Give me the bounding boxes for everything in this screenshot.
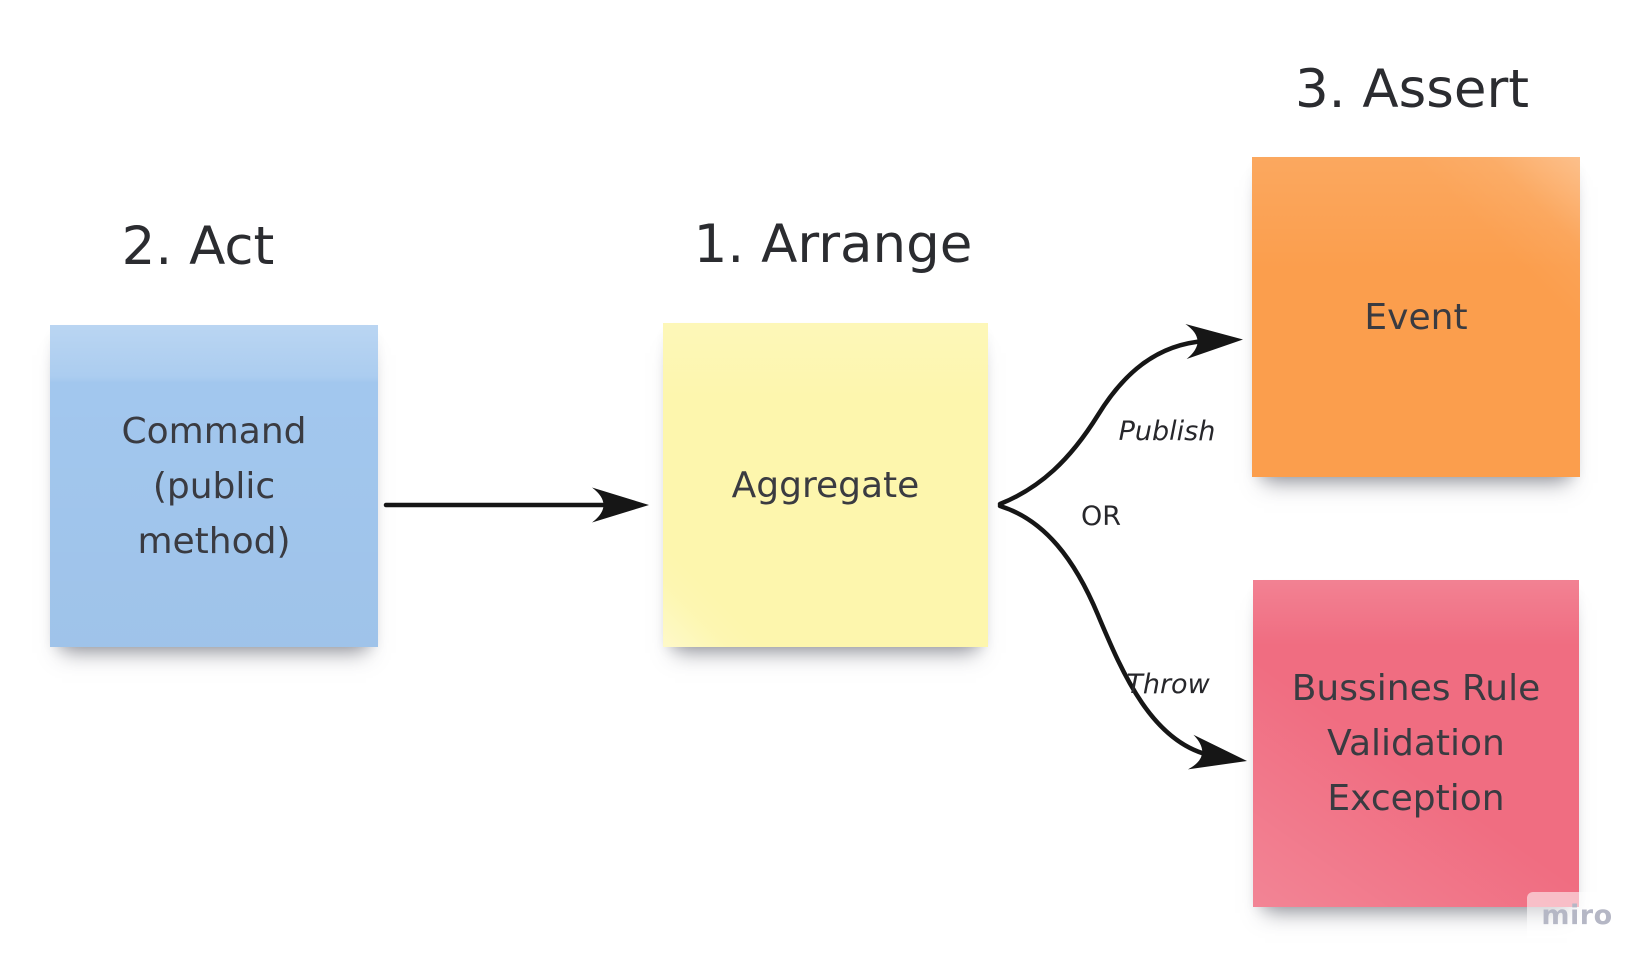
note-line: Aggregate [731,464,920,506]
heading-assert[interactable]: 3. Assert [1294,59,1530,120]
connector-label-publish[interactable]: Publish [1118,416,1216,447]
sticky-note-command[interactable]: Command (public method) [50,325,378,647]
connector-aggregate-to-event[interactable] [997,322,1244,507]
note-text-aggregate: Aggregate [732,458,920,513]
note-text-command: Command (public method) [121,404,306,569]
sticky-note-exception[interactable]: Bussines Rule Validation Exception [1253,580,1579,907]
heading-arrange[interactable]: 1. Arrange [693,214,973,275]
note-line: Bussines Rule [1291,668,1541,709]
note-line: Event [1364,296,1468,338]
connector-label-throw[interactable]: Throw [1126,669,1210,700]
note-text-event: Event [1364,290,1467,345]
heading-act[interactable]: 2. Act [121,216,275,277]
sticky-note-event[interactable]: Event [1252,157,1580,477]
miro-logo-text: miro [1541,899,1613,931]
note-text-exception: Bussines Rule Validation Exception [1292,661,1541,826]
note-line: Exception [1327,778,1505,819]
connector-aggregate-to-exception[interactable] [997,503,1250,778]
note-line: Validation [1327,723,1505,764]
connector-command-to-aggregate[interactable] [383,487,649,523]
miro-logo: miro [1527,892,1627,938]
note-line: (public [152,465,276,507]
connector-label-or[interactable]: OR [1080,501,1122,532]
note-line: Command [121,410,307,452]
sticky-note-aggregate[interactable]: Aggregate [663,323,988,647]
note-line: method) [137,520,291,562]
